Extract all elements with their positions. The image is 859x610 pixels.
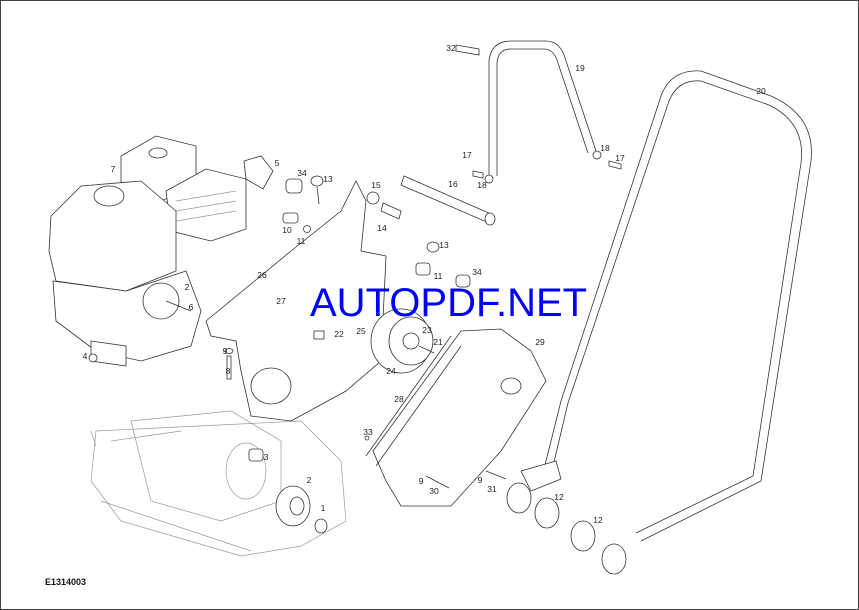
callout-label: 18 xyxy=(477,179,487,190)
callout-label: 9 xyxy=(222,345,228,356)
callout-label: 12 xyxy=(554,491,564,502)
callout-label: 4 xyxy=(82,350,88,361)
callout-label: 27 xyxy=(276,295,286,306)
callout-label: 23 xyxy=(422,324,432,335)
callout-label: 11 xyxy=(433,270,443,281)
callout-label: 6 xyxy=(188,301,194,312)
watermark: AUTOPDF.NET xyxy=(310,281,588,325)
callout-label: 2 xyxy=(306,474,312,485)
callout-label: 13 xyxy=(439,239,449,250)
callout-label: 25 xyxy=(356,325,366,336)
callout-label: 17 xyxy=(615,152,625,163)
handle-20 xyxy=(520,70,812,542)
callout-label: 14 xyxy=(377,222,387,233)
engine xyxy=(48,135,247,367)
callout-label: 19 xyxy=(575,62,585,73)
callout-label: 1 xyxy=(320,502,326,513)
callout-label: 9 xyxy=(418,475,424,486)
callout-label: 31 xyxy=(487,483,497,494)
baseplate-outline xyxy=(90,410,347,557)
belt-guard xyxy=(365,328,547,507)
callout-label: 32 xyxy=(446,42,456,53)
callout-label: 34 xyxy=(472,266,482,277)
callout-label: 7 xyxy=(110,163,116,174)
callout-label: 28 xyxy=(394,393,404,404)
callout-label: 30 xyxy=(429,485,439,496)
callout-label: 8 xyxy=(225,365,231,376)
clutch-pulley xyxy=(370,308,435,374)
callout-label: 11 xyxy=(296,235,306,246)
callout-label: 12 xyxy=(593,514,603,525)
callout-label: 2 xyxy=(184,281,190,292)
callout-label: 10 xyxy=(282,224,292,235)
callout-label: 26 xyxy=(257,269,267,280)
callout-label: 17 xyxy=(462,149,472,160)
callout-label: 33 xyxy=(363,426,373,437)
callout-label: 20 xyxy=(756,85,766,96)
bushings xyxy=(506,482,627,575)
callout-label: 9 xyxy=(477,474,483,485)
callout-label: 13 xyxy=(323,173,333,184)
callout-label: 29 xyxy=(535,336,545,347)
callout-label: 15 xyxy=(371,179,381,190)
callout-label: 24 xyxy=(386,365,396,376)
exciter-pulley xyxy=(248,448,328,534)
callout-label: 3 xyxy=(263,451,269,462)
callout-label: 22 xyxy=(334,328,344,339)
drawing-code: E1314003 xyxy=(45,577,87,587)
callout-label: 34 xyxy=(297,167,307,178)
callout-label: 21 xyxy=(433,336,443,347)
callout-label: 18 xyxy=(600,142,610,153)
callout-label: 5 xyxy=(274,157,280,168)
handle-19 xyxy=(455,40,622,184)
callout-label: 16 xyxy=(448,178,458,189)
